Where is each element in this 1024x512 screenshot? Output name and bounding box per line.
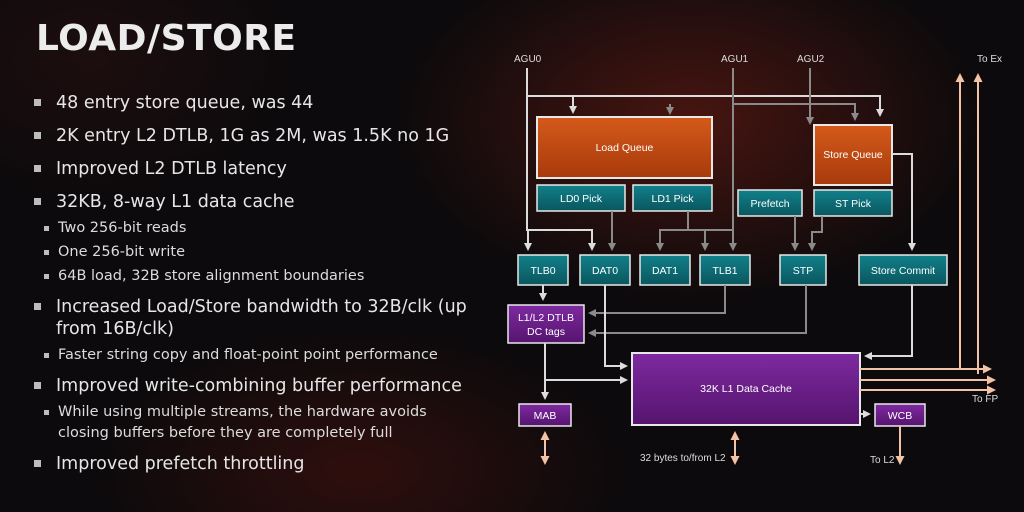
l2-bus-label: 32 bytes to/from L2	[640, 453, 726, 464]
tlb0-block	[517, 254, 569, 286]
ld0-pick-label: LD0 Pick	[560, 193, 603, 205]
l1-data-cache-label: 32K L1 Data Cache	[700, 383, 792, 395]
prefetch-label: Prefetch	[750, 198, 789, 210]
store-queue-to-commit-path	[892, 153, 916, 251]
to-fp-label: To FP	[972, 394, 998, 405]
bullet-item: Increased Load/Store bandwidth to 32B/cl…	[34, 296, 474, 340]
bullet-item: Improved L2 DTLB latency	[34, 158, 474, 180]
agu0-label: AGU0	[514, 54, 542, 65]
tlb-to-dtlb-paths	[539, 285, 807, 337]
agu0-paths	[524, 68, 884, 251]
agu1-label: AGU1	[721, 54, 749, 65]
to-ex-label: To Ex	[977, 54, 1002, 65]
dtlb-label-line1: L1/L2 DTLB	[518, 312, 574, 324]
pick-paths	[608, 211, 823, 251]
agu2-label: AGU2	[797, 54, 825, 65]
stp-block	[779, 254, 827, 286]
to-l2-label: To L2	[870, 455, 895, 466]
dat1-block	[639, 254, 691, 286]
store-commit-block	[858, 254, 948, 286]
mab-label: MAB	[534, 410, 557, 422]
store-queue-label: Store Queue	[823, 149, 883, 161]
agu1-agu2-paths	[656, 68, 859, 251]
wcb-label: WCB	[888, 410, 913, 422]
st-pick-block	[813, 189, 893, 217]
sub-bullet-item: Faster string copy and float-point point…	[34, 345, 474, 366]
st-pick-label: ST Pick	[835, 198, 872, 210]
stp-label: STP	[793, 265, 813, 277]
dtlb-label-line2: DC tags	[527, 326, 565, 338]
l1-data-cache-block	[631, 352, 861, 426]
sub-bullet-item: One 256-bit write	[34, 242, 474, 263]
tlb1-label: TLB1	[712, 265, 737, 277]
load-queue-label: Load Queue	[596, 142, 654, 154]
tlb1-block	[699, 254, 751, 286]
prefetch-block	[737, 189, 803, 217]
bullet-list: 48 entry store queue, was 44 2K entry L2…	[34, 92, 474, 486]
bullet-item: 48 entry store queue, was 44	[34, 92, 474, 114]
slide-title: LOAD/STORE	[36, 18, 297, 59]
bullet-item: 32KB, 8-way L1 data cache	[34, 191, 474, 213]
bullet-item: Improved prefetch throttling	[34, 453, 474, 475]
dat0-label: DAT0	[592, 265, 618, 277]
tlb0-label: TLB0	[530, 265, 555, 277]
sub-bullet-item: 64B load, 32B store alignment boundaries	[34, 266, 474, 287]
ld1-pick-block	[632, 184, 713, 212]
mab-block	[518, 403, 572, 427]
load-queue-block	[536, 116, 713, 179]
store-commit-label: Store Commit	[871, 265, 935, 277]
ld1-pick-label: LD1 Pick	[651, 193, 694, 205]
output-paths	[540, 73, 996, 465]
dat1-label: DAT1	[652, 265, 678, 277]
sub-bullet-item: While using multiple streams, the hardwa…	[34, 402, 474, 444]
ld0-pick-block	[536, 184, 626, 212]
sub-bullet-item: Two 256-bit reads	[34, 218, 474, 239]
bullet-item: Improved write-combining buffer performa…	[34, 375, 474, 397]
bullet-item: 2K entry L2 DTLB, 1G as 2M, was 1.5K no …	[34, 125, 474, 147]
